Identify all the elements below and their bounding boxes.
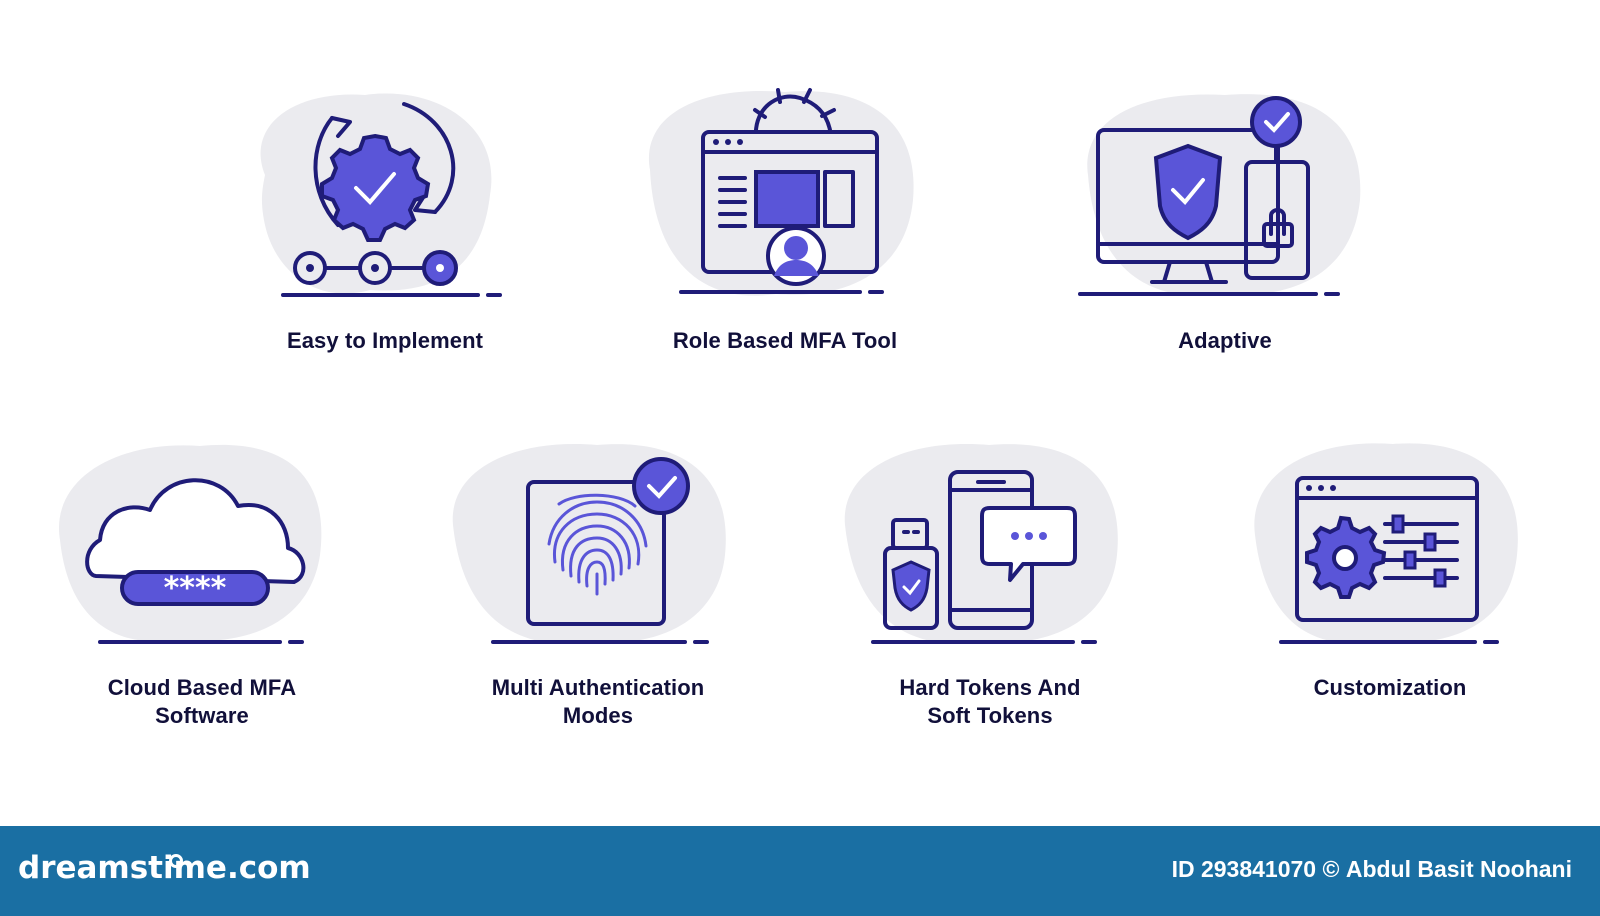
copyright-symbol: © (1322, 856, 1340, 882)
settings-sliders-icon (1254, 443, 1518, 644)
web-admin-user-icon (648, 88, 914, 296)
cloud-password-icon: **** (58, 444, 322, 644)
author-name: Abdul Basit Noohani (1345, 856, 1572, 882)
feature-label: Customization (1313, 675, 1467, 700)
stock-footer-bar: dreamstime.com ID 293841070 © Abdul Basi… (0, 826, 1600, 916)
token-chat-icon (844, 444, 1118, 644)
feature-label: Adaptive (1178, 328, 1272, 353)
dreamstime-logo: dreamstime.com (18, 850, 311, 886)
feature-label: Hard Tokens And Soft Tokens (899, 675, 1081, 728)
id-prefix: ID (1171, 856, 1195, 882)
feature-hard-tokens-and-soft-tokens: Hard Tokens And Soft Tokens (825, 430, 1155, 750)
gear-cycle-icon (260, 93, 502, 297)
image-credit: ID 293841070 © Abdul Basit Noohani (1172, 854, 1572, 884)
feature-label: Cloud Based MFA Software (107, 675, 297, 728)
feature-adaptive: Adaptive (1060, 80, 1390, 400)
feature-easy-to-implement: Easy to Implement (220, 80, 550, 400)
secure-device-icon (1078, 94, 1361, 296)
feature-cloud-based-mfa-software: **** Cloud Based MFA Software (30, 430, 360, 750)
image-id: 293841070 (1200, 856, 1317, 882)
logo-mark-icon (169, 854, 183, 868)
feature-multi-authentication-modes: Multi Authentication Modes (433, 430, 763, 750)
fingerprint-check-icon (452, 444, 726, 644)
feature-label: Easy to Implement (286, 328, 484, 353)
feature-customization: Customization (1225, 430, 1555, 750)
password-mask-text: **** (164, 571, 227, 606)
feature-label: Role Based MFA Tool (672, 328, 898, 353)
feature-role-based-mfa-tool: Role Based MFA Tool (620, 80, 950, 400)
site-name: dreamstime.com (18, 850, 311, 886)
feature-label: Multi Authentication Modes (491, 675, 705, 728)
